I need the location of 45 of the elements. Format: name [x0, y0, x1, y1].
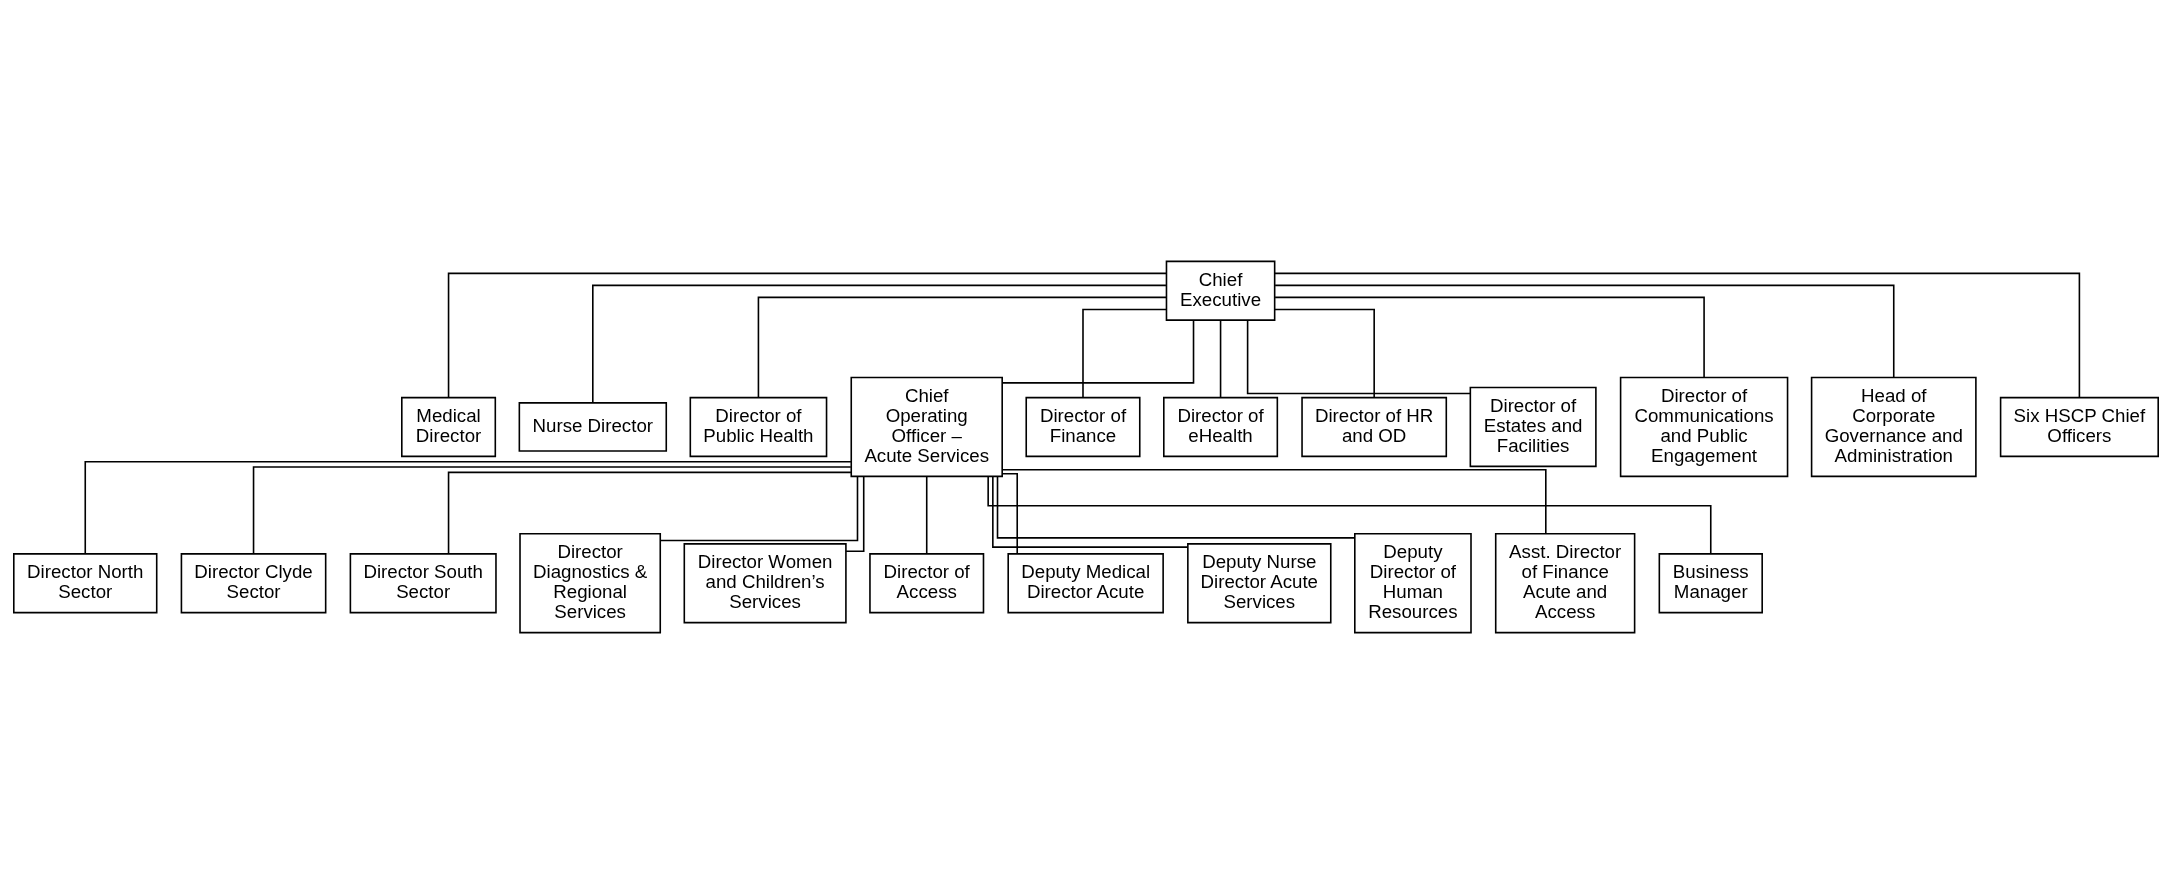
connector: [447, 471, 852, 554]
connector: [845, 475, 865, 552]
node-box: Director of Public Health: [689, 396, 828, 457]
node-box: Medical Director: [401, 396, 497, 457]
connector: [1273, 308, 1375, 398]
node-box: Director of Communications and Public Engagement: [1619, 376, 1789, 477]
node-box: Director of Access: [869, 552, 985, 613]
connector: [1001, 472, 1018, 554]
node-box: Director North Sector: [13, 552, 158, 613]
connector: [1274, 272, 2081, 398]
node-box: Deputy Director of Human Resources: [1354, 532, 1472, 633]
node-box: Chief Executive: [1165, 260, 1276, 321]
node-box: Director of HR and OD: [1301, 396, 1448, 457]
node-box: Deputy Nurse Director Acute Services: [1187, 542, 1332, 623]
node-box: Head of Corporate Governance and Administration: [1810, 376, 1977, 477]
connector: [996, 475, 1356, 539]
connector: [987, 475, 1712, 554]
node-box: Asst. Director of Finance Acute and Access: [1494, 532, 1636, 633]
connector: [1219, 319, 1222, 398]
connector: [757, 296, 1167, 398]
node-box: Director of eHealth: [1163, 396, 1279, 457]
node-box: Director of Finance: [1025, 396, 1141, 457]
connector: [447, 272, 1168, 398]
connector: [992, 475, 1189, 548]
connector: [925, 475, 928, 554]
node-box: Nurse Director: [518, 401, 668, 452]
node-box: Director Diagnostics & Regional Services: [519, 532, 662, 633]
connector: [1001, 319, 1195, 384]
node-box: Director Women and Children’s Services: [683, 542, 847, 623]
node-box: Deputy Medical Director Acute: [1007, 552, 1164, 613]
connector: [1274, 296, 1705, 378]
connector: [592, 284, 1167, 403]
node-box: Director of Estates and Facilities: [1469, 386, 1597, 467]
connector: [1082, 308, 1167, 398]
node-box: Director Clyde Sector: [180, 552, 327, 613]
connector: [1001, 468, 1547, 535]
connector: [252, 465, 852, 554]
node-box: Chief Operating Officer – Acute Services: [850, 376, 1003, 477]
node-box: Six HSCP Chief Officers: [1999, 396, 2159, 457]
connector: [1274, 284, 1895, 378]
connector: [84, 460, 852, 555]
connector: [1246, 319, 1471, 394]
connector: [659, 475, 859, 541]
node-box: Director South Sector: [349, 552, 497, 613]
node-box: Business Manager: [1658, 552, 1763, 613]
